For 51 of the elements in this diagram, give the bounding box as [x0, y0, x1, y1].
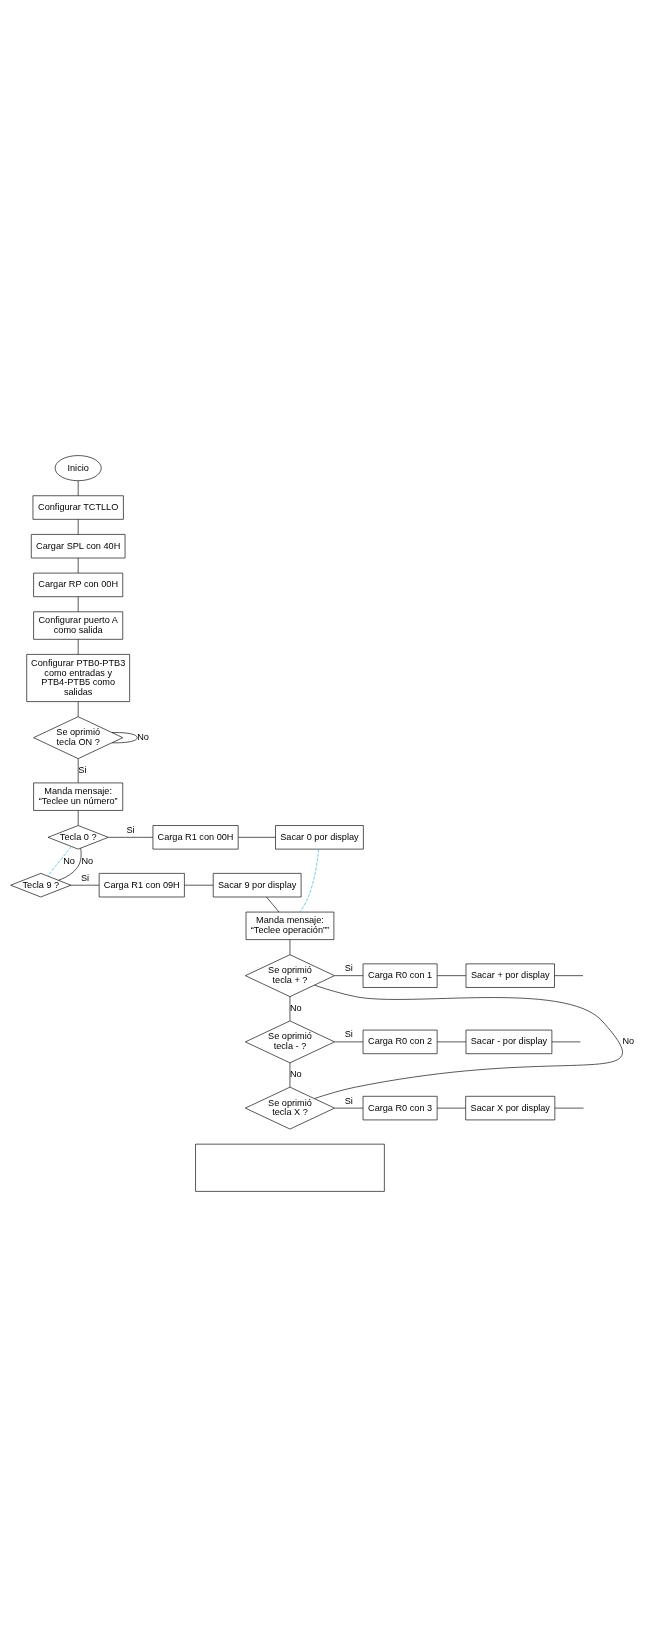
connector [47, 845, 72, 876]
edge-label: Si [126, 824, 135, 835]
connector [58, 847, 82, 881]
edge-label: No [63, 855, 75, 866]
node-diamond: Se oprimió tecla X ? [245, 1086, 335, 1129]
connector [266, 896, 280, 912]
edge-label: Si [78, 764, 87, 775]
edge-label: Si [344, 1028, 353, 1039]
edge-label: No [81, 855, 94, 866]
node-box: Manda mensaje: “Teclee operación”” [245, 911, 335, 940]
node-diamond: Se oprimió tecla - ? [245, 1020, 335, 1063]
node-box: Carga R1 con 00H [152, 824, 239, 849]
node-box: Carga R0 con 2 [362, 1029, 438, 1054]
connector [184, 884, 214, 886]
connector [77, 809, 79, 826]
edge-label: Si [344, 1095, 353, 1106]
connector [111, 731, 138, 743]
node-box: Carga R1 con 09H [98, 872, 185, 897]
node-diamond: Se oprimió tecla ON ? [33, 715, 124, 759]
connector [77, 518, 79, 535]
node-box: Cargar RP con 00H [33, 572, 124, 597]
node-box: Sacar + por display [465, 963, 555, 988]
node-box: Manda mensaje: “Teclee un número” [33, 782, 124, 811]
edge-label: No [622, 1035, 635, 1046]
node-box: Carga R0 con 3 [362, 1095, 438, 1120]
edge-label: Si [344, 962, 353, 973]
node-box: Configurar TCTLLO [32, 494, 124, 520]
node-box [195, 1143, 385, 1192]
connector [70, 884, 100, 886]
connector [314, 984, 622, 1099]
node-box: Configurar PTB0-PTB3 como entradas y PTB4-PTB5 como salidas [26, 653, 130, 702]
edge-label: Si [80, 872, 90, 883]
node-box: Configurar puerto A como salida [33, 610, 124, 640]
connector [238, 836, 276, 838]
edge-label: No [290, 1068, 302, 1079]
node-box: Cargar SPL con 40H [30, 533, 126, 558]
node-diamond: Tecla 0 ? [47, 824, 109, 849]
node-box: Sacar X por display [465, 1095, 556, 1120]
node-box: Sacar 9 por display [212, 872, 302, 897]
connector [77, 638, 79, 655]
connector [299, 848, 319, 912]
connector [108, 836, 154, 838]
node-ellipse: Inicio [54, 454, 102, 481]
node-box: Sacar - por display [465, 1029, 553, 1054]
node-diamond: Se oprimió tecla + ? [245, 953, 335, 997]
edge-label: No [290, 1002, 302, 1013]
connector [554, 974, 584, 976]
edge-label: No [137, 731, 149, 742]
node-box: Sacar 0 por display [275, 824, 364, 849]
node-diamond: Tecla 9 ? [10, 872, 72, 897]
node-box: Carga R0 con 1 [362, 963, 438, 988]
